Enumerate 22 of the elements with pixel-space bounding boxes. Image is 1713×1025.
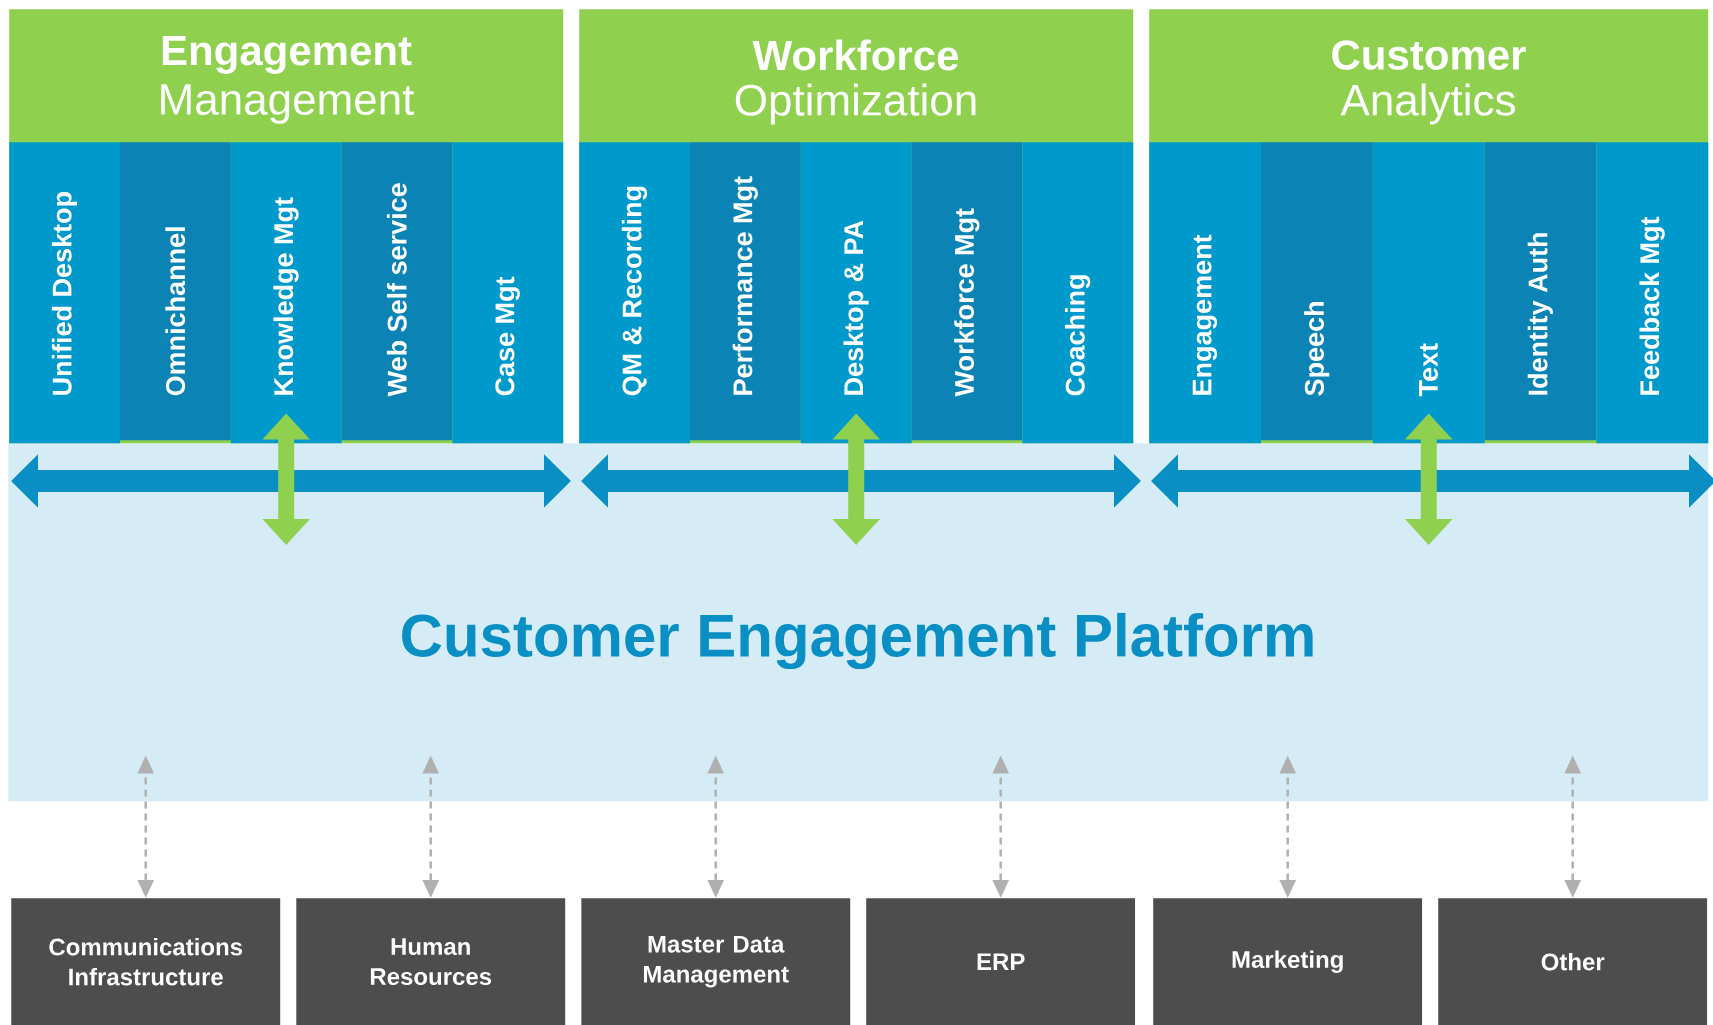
column-box: Web Self service [341, 142, 453, 441]
system-box: Human Resources [296, 898, 566, 1025]
column-box: Workforce Mgt [911, 142, 1023, 441]
column-box: Engagement [1149, 142, 1261, 444]
column-box: Omnichannel [120, 142, 231, 441]
system-box: Other [1438, 898, 1708, 1025]
column-box: Text [1372, 142, 1485, 444]
column-box: Performance Mgt [690, 142, 801, 441]
system-box: ERP [866, 898, 1136, 1025]
system-box: Communications Infrastructure [11, 898, 281, 1025]
column-box: Knowledge Mgt [230, 142, 342, 444]
column-box: Unified Desktop [9, 142, 120, 444]
column-box: Speech [1261, 142, 1373, 441]
column-box: Identity Auth [1484, 142, 1597, 441]
column-box: Desktop & PA [800, 142, 912, 444]
column-box: Case Mgt [452, 142, 564, 444]
platform-panel: Customer Engagement Platform [8, 443, 1709, 802]
system-box: Marketing [1153, 898, 1423, 1025]
column-box: Coaching [1022, 142, 1134, 444]
column-box: QM & Recording [579, 142, 690, 444]
system-box: Master Data Management [581, 898, 851, 1025]
column-box: Feedback Mgt [1596, 142, 1709, 444]
